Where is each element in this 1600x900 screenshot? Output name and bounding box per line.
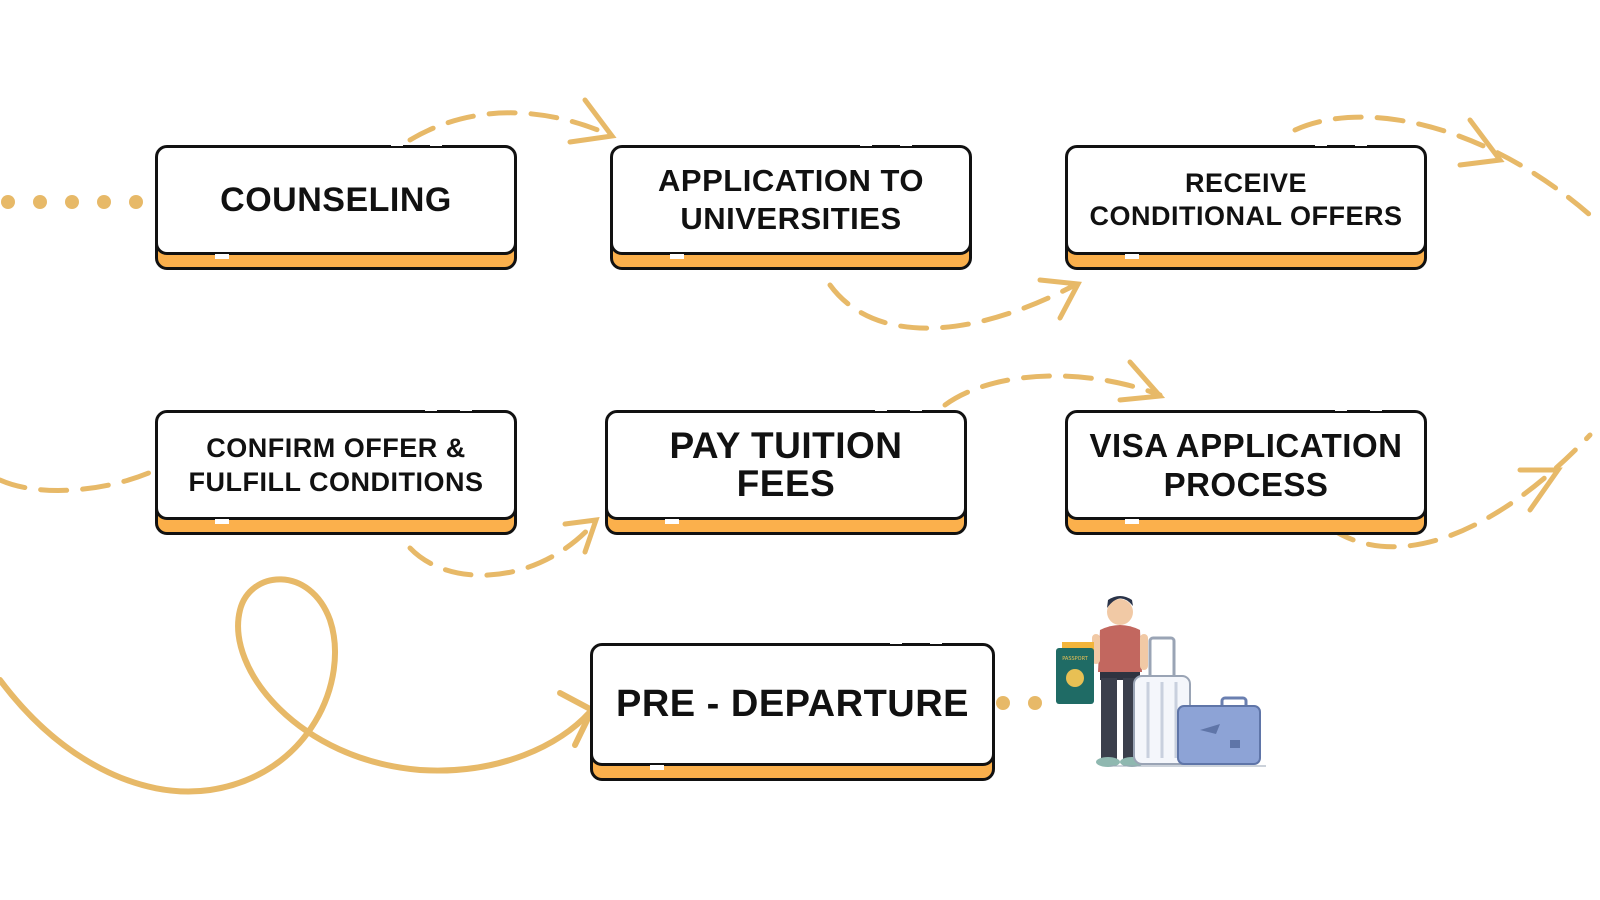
arrow-counseling-to-application bbox=[407, 110, 613, 143]
step-label: COUNSELING bbox=[220, 180, 452, 219]
small-suitcase-icon bbox=[1177, 696, 1261, 765]
arrow-loop-to-predeparture bbox=[0, 576, 593, 795]
arrowhead-6 bbox=[1517, 467, 1563, 513]
step-label: RECEIVE CONDITIONAL OFFERS bbox=[1089, 168, 1403, 231]
arrow-offers-exit bbox=[1292, 114, 1593, 218]
step-visa: VISA APPLICATION PROCESS bbox=[1065, 406, 1427, 535]
arrow-application-to-offers bbox=[827, 282, 1078, 331]
arrowhead-1 bbox=[567, 97, 617, 145]
arrow-visa-exit bbox=[1327, 432, 1593, 550]
step-box: PRE - DEPARTURE bbox=[590, 643, 995, 766]
step-conditional-offers: RECEIVE CONDITIONAL OFFERS bbox=[1065, 141, 1427, 270]
step-label: VISA APPLICATION PROCESS bbox=[1089, 427, 1403, 503]
step-application: APPLICATION TO UNIVERSITIES bbox=[610, 141, 972, 270]
passport-text: PASSPORT bbox=[1062, 656, 1089, 662]
passport-icon: PASSPORT bbox=[1056, 642, 1094, 704]
step-counseling: COUNSELING bbox=[155, 141, 517, 270]
step-box: PAY TUITION FEES bbox=[605, 410, 967, 520]
step-label: PRE - DEPARTURE bbox=[615, 683, 970, 725]
arrow-confirm-to-pay bbox=[407, 519, 598, 578]
step-label: APPLICATION TO UNIVERSITIES bbox=[658, 163, 924, 236]
step-label: CONFIRM OFFER & FULFILL CONDITIONS bbox=[188, 433, 484, 497]
lead-in-dots bbox=[1, 195, 143, 209]
step-confirm-offer: CONFIRM OFFER & FULFILL CONDITIONS bbox=[155, 406, 517, 535]
step-pay-tuition: PAY TUITION FEES bbox=[605, 406, 967, 535]
step-label: PAY TUITION FEES bbox=[669, 425, 903, 504]
step-box: CONFIRM OFFER & FULFILL CONDITIONS bbox=[155, 410, 517, 520]
step-pre-departure: PRE - DEPARTURE bbox=[590, 639, 995, 781]
step-box: APPLICATION TO UNIVERSITIES bbox=[610, 145, 972, 255]
arrowhead-4 bbox=[562, 517, 600, 555]
arrow-pay-to-visa bbox=[942, 373, 1163, 408]
step-box: VISA APPLICATION PROCESS bbox=[1065, 410, 1427, 520]
arrowhead-5 bbox=[1117, 359, 1166, 403]
step-box: COUNSELING bbox=[155, 145, 517, 255]
traveler-illustration: PASSPORT bbox=[1056, 596, 1266, 767]
arrowhead-2 bbox=[1037, 277, 1082, 321]
trail-dots bbox=[996, 696, 1042, 710]
arrow-entry-confirm bbox=[0, 465, 163, 493]
arrowhead-3 bbox=[1457, 117, 1505, 168]
person-icon bbox=[1092, 596, 1148, 767]
step-box: RECEIVE CONDITIONAL OFFERS bbox=[1065, 145, 1427, 255]
